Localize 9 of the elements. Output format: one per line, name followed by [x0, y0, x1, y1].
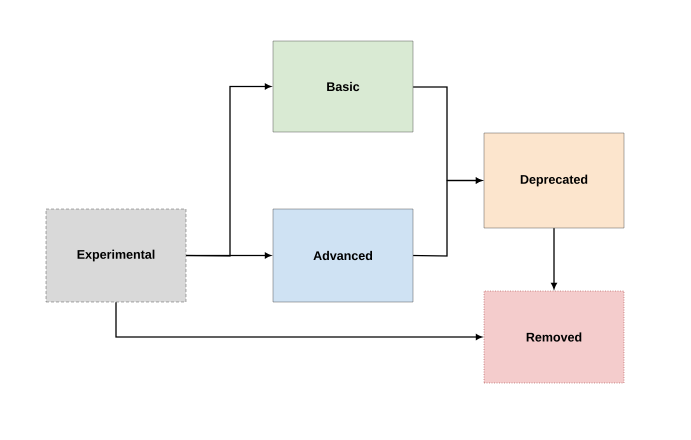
process-box: Deprecated [484, 132, 624, 228]
arrow [186, 252, 272, 258]
arrow [115, 302, 482, 340]
process-box: Advanced [272, 208, 414, 302]
process-box: Experimental [46, 208, 186, 302]
arrow [413, 178, 482, 257]
process-box: Basic [272, 40, 414, 132]
process-box: Removed [484, 290, 624, 384]
arrow [551, 228, 557, 290]
